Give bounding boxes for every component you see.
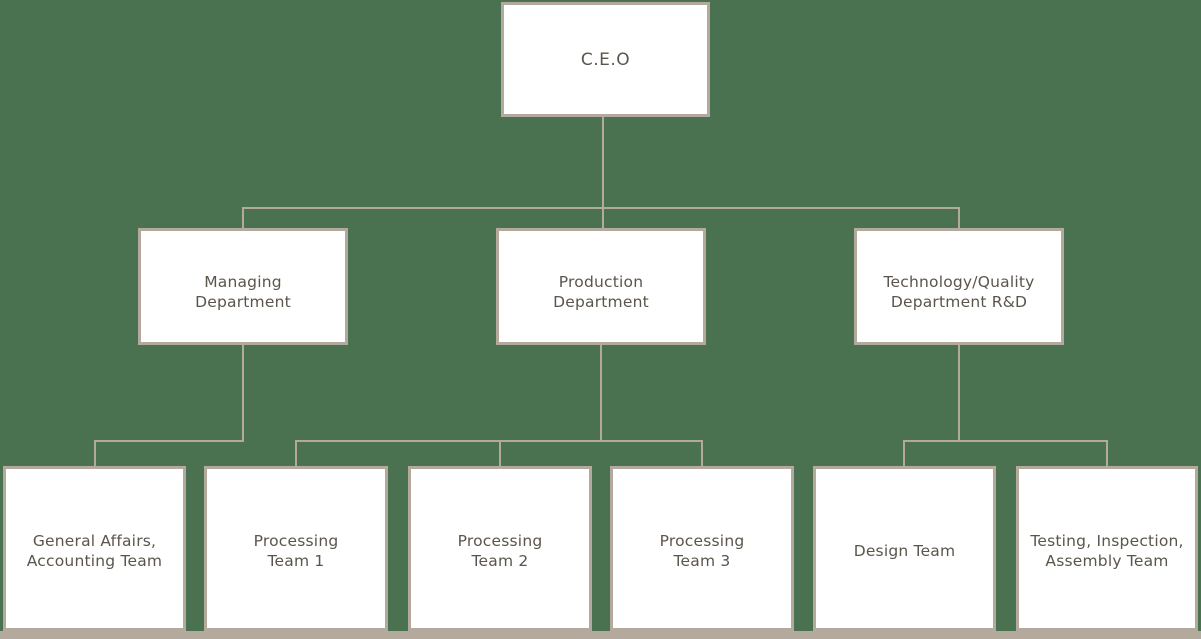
connector-general-affairs-drop (94, 440, 96, 466)
node-processing-team-3-label: Processing Team 3 (659, 531, 745, 570)
node-managing-department: Managing Department (138, 228, 348, 345)
connector-technology-vertical (958, 345, 960, 441)
node-production-department-label: Production Department (553, 272, 649, 311)
connector-processing-team3-drop (701, 440, 703, 466)
connector-design-team-drop (903, 440, 905, 466)
node-managing-department-label: Managing Department (195, 272, 291, 311)
node-technology-quality-department-label: Technology/Quality Department R&D (883, 272, 1035, 311)
node-general-affairs-accounting-team-label: General Affairs, Accounting Team (26, 531, 163, 570)
node-production-department: Production Department (496, 228, 706, 345)
connector-production-vertical (600, 345, 602, 441)
connector-managing-drop (242, 207, 244, 228)
node-technology-quality-department: Technology/Quality Department R&D (854, 228, 1064, 345)
node-processing-team-3: Processing Team 3 (610, 466, 794, 631)
connector-testing-team-drop (1106, 440, 1108, 466)
connector-level1-horizontal (242, 207, 960, 209)
connector-managing-horizontal (94, 440, 244, 442)
node-design-team-label: Design Team (853, 541, 956, 560)
connector-processing-team2-drop (499, 440, 501, 466)
node-ceo: C.E.O (501, 2, 710, 117)
connector-ceo-vertical (602, 117, 604, 228)
node-ceo-label: C.E.O (580, 49, 631, 70)
connector-processing-team1-drop (295, 440, 297, 466)
node-general-affairs-accounting-team: General Affairs, Accounting Team (3, 466, 186, 631)
node-processing-team-2-label: Processing Team 2 (457, 531, 543, 570)
connector-managing-vertical (242, 345, 244, 441)
node-processing-team-1-label: Processing Team 1 (253, 531, 339, 570)
node-processing-team-1: Processing Team 1 (204, 466, 388, 631)
node-design-team: Design Team (813, 466, 996, 631)
node-processing-team-2: Processing Team 2 (408, 466, 592, 631)
node-testing-inspection-assembly-team-label: Testing, Inspection, Assembly Team (1030, 531, 1184, 570)
node-testing-inspection-assembly-team: Testing, Inspection, Assembly Team (1016, 466, 1198, 631)
bottom-edge-band (0, 631, 1201, 639)
connector-technology-drop (958, 207, 960, 228)
connector-technology-horizontal (903, 440, 1108, 442)
